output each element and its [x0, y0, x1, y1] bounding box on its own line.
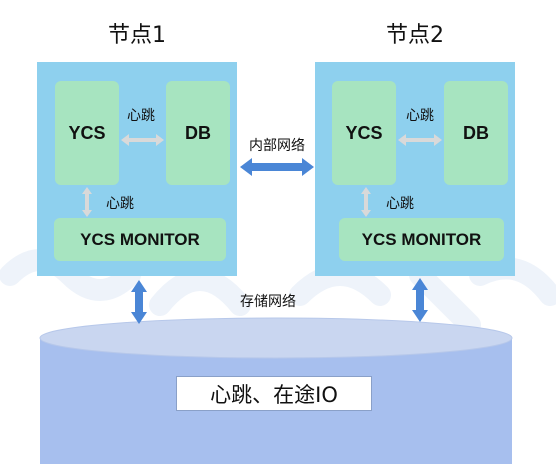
internal-network-label: 内部网络	[249, 138, 305, 154]
node-1-storage-network-arrow	[131, 280, 147, 324]
node-1-ycs-db-heartbeat-arrow	[121, 134, 164, 146]
storage-status-box: 心跳、在途IO	[176, 376, 372, 411]
node-2-title: 节点2	[386, 23, 444, 48]
node-2-db-box: DB	[444, 81, 508, 185]
node-2-monitor-box: YCS MONITOR	[339, 218, 504, 261]
node-1-heartbeat-ycs-db-label: 心跳	[127, 108, 155, 124]
node-2-ycs-monitor-heartbeat-arrow	[361, 187, 371, 217]
node-2-ycs-db-heartbeat-arrow	[398, 134, 442, 146]
storage-cylinder-top	[39, 317, 513, 359]
node-2-heartbeat-ycs-monitor-label: 心跳	[386, 196, 414, 212]
node-1-title: 节点1	[108, 23, 166, 48]
node-2-heartbeat-ycs-db-label: 心跳	[406, 108, 434, 124]
node-2-ycs-box: YCS	[332, 81, 396, 185]
node-1-ycs-box: YCS	[55, 81, 119, 185]
storage-network-label: 存储网络	[240, 294, 296, 310]
node-1-heartbeat-ycs-monitor-label: 心跳	[106, 196, 134, 212]
node-2-storage-network-arrow	[412, 278, 428, 322]
node-1-ycs-monitor-heartbeat-arrow	[82, 187, 92, 217]
node-1-db-box: DB	[166, 81, 230, 185]
internal-network-arrow	[240, 158, 314, 176]
node-1-monitor-box: YCS MONITOR	[54, 218, 226, 261]
